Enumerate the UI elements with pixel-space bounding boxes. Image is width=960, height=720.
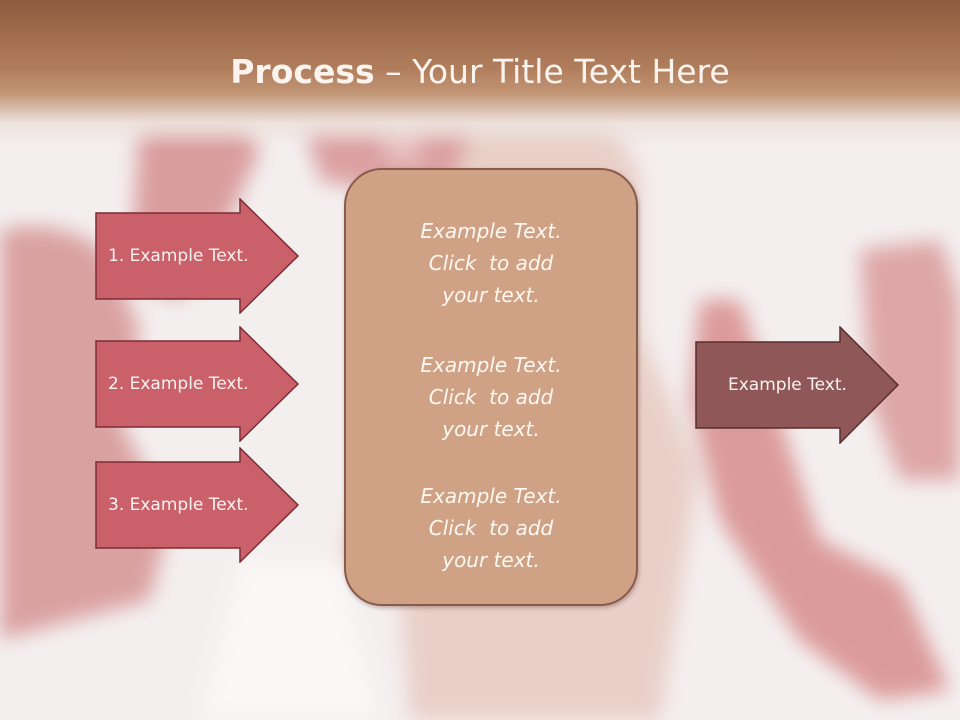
text-line: Example Text. [420,219,562,243]
arrow-shape [695,326,900,444]
title-bar: Process – Your Title Text Here [0,0,960,150]
text-line: your text. [442,283,540,307]
left-arrow-1[interactable]: 1. Example Text. [95,198,300,314]
text-line: Click to add [428,251,554,275]
slide-title[interactable]: Process – Your Title Text Here [0,52,960,91]
text-block-2: Example Text. Click to add your text. [346,349,636,445]
title-rest: – Your Title Text Here [374,52,730,91]
text-line: Example Text. [420,353,562,377]
title-bold: Process [230,52,375,91]
text-line: Example Text. [420,484,562,508]
text-line: Click to add [428,385,554,409]
left-arrow-1-label: 1. Example Text. [108,246,249,266]
left-arrow-2[interactable]: 2. Example Text. [95,326,300,442]
arrow-shape [95,198,300,314]
text-line: your text. [442,548,540,572]
text-line: your text. [442,417,540,441]
arrow-shape [95,326,300,442]
center-text-box[interactable]: Example Text. Click to add your text. Ex… [344,168,638,606]
text-line: Click to add [428,516,554,540]
right-arrow-label: Example Text. [728,375,847,395]
text-block-1: Example Text. Click to add your text. [346,215,636,311]
text-block-3: Example Text. Click to add your text. [346,480,636,576]
left-arrow-3[interactable]: 3. Example Text. [95,447,300,563]
left-arrow-3-label: 3. Example Text. [108,495,249,515]
right-arrow[interactable]: Example Text. [695,326,900,444]
left-arrow-2-label: 2. Example Text. [108,374,249,394]
arrow-shape [95,447,300,563]
